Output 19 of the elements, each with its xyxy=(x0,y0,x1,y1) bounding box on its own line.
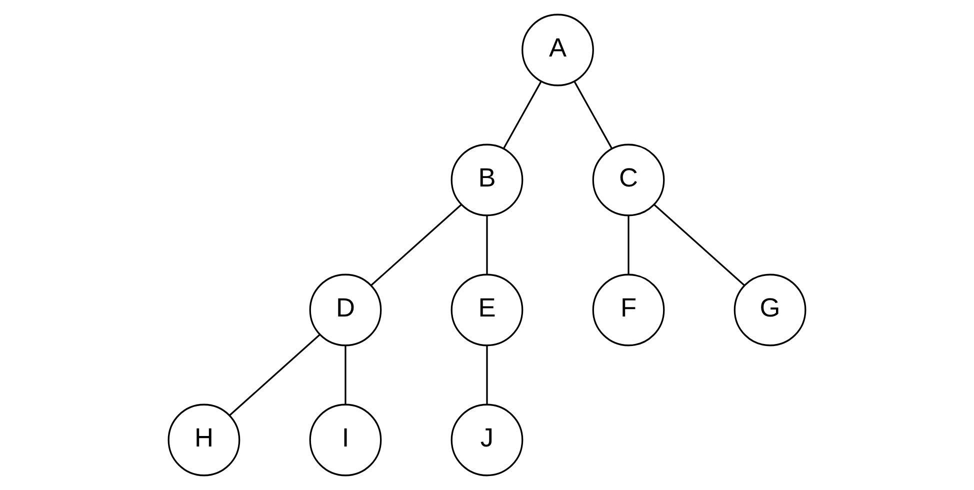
connector xyxy=(574,81,613,149)
connector xyxy=(654,204,745,286)
node-circle: B xyxy=(450,144,524,216)
node-circle: I xyxy=(309,404,382,476)
node-circle: G xyxy=(734,274,806,346)
connector xyxy=(486,216,488,274)
connector xyxy=(229,334,320,416)
node-circle: C xyxy=(592,144,665,216)
node-circle: E xyxy=(450,274,524,346)
node-circle: F xyxy=(592,274,665,346)
connector xyxy=(486,346,488,404)
connector xyxy=(502,81,542,149)
node-circle: A xyxy=(522,14,594,86)
connector xyxy=(370,204,462,286)
node-circle: J xyxy=(450,404,524,476)
node-circle: D xyxy=(309,274,382,346)
connector xyxy=(628,216,630,274)
connector xyxy=(344,346,346,404)
node-circle: H xyxy=(168,404,240,476)
